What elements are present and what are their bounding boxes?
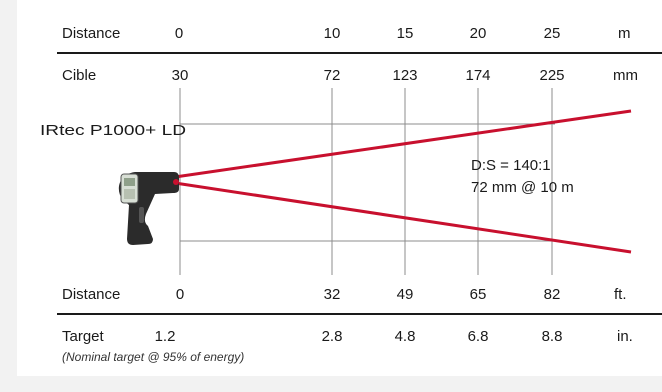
model-label: IRtec P1000+ LD	[40, 122, 186, 139]
target-value-1: 2.8	[322, 328, 343, 345]
distance-tick-top-4: 25	[544, 25, 561, 42]
distance-label-bottom: Distance	[62, 286, 120, 303]
cible-unit: mm	[613, 67, 638, 84]
beam-lower-edge	[174, 181, 632, 254]
cible-value-4: 225	[539, 67, 564, 84]
target-value-3: 6.8	[468, 328, 489, 345]
distance-tick-top-1: 10	[324, 25, 341, 42]
distance-tick-top-2: 15	[397, 25, 414, 42]
distance-to-spot-diagram: Distance 0 10 15 20 25 m Cible 30 72 123…	[40, 25, 662, 364]
distance-tick-bottom-4: 82	[544, 286, 561, 303]
ratio-line-1: D:S = 140:1	[471, 157, 551, 174]
cible-value-3: 174	[465, 67, 490, 84]
footnote: (Nominal target @ 95% of energy)	[62, 350, 244, 364]
distance-tick-top-0: 0	[175, 25, 183, 42]
cible-value-1: 72	[324, 67, 341, 84]
thermometer-gun-icon	[118, 172, 179, 245]
distance-tick-top-3: 20	[470, 25, 487, 42]
target-value-2: 4.8	[395, 328, 416, 345]
target-unit: in.	[617, 328, 633, 345]
beam-upper-edge	[174, 109, 632, 179]
target-label: Target	[62, 328, 105, 345]
cible-value-0: 30	[172, 67, 189, 84]
distance-tick-bottom-1: 32	[324, 286, 341, 303]
distance-tick-bottom-3: 65	[470, 286, 487, 303]
target-value-4: 8.8	[542, 328, 563, 345]
distance-unit-top: m	[618, 25, 631, 42]
cible-label: Cible	[62, 67, 96, 84]
ratio-line-2: 72 mm @ 10 m	[471, 179, 574, 196]
cible-value-2: 123	[392, 67, 417, 84]
distance-label-top: Distance	[62, 25, 120, 42]
distance-unit-bottom: ft.	[614, 286, 627, 303]
distance-tick-bottom-2: 49	[397, 286, 414, 303]
target-value-0: 1.2	[155, 328, 176, 345]
guide-lines	[179, 88, 555, 275]
diagram-card: Distance 0 10 15 20 25 m Cible 30 72 123…	[17, 0, 662, 376]
distance-tick-bottom-0: 0	[176, 286, 184, 303]
